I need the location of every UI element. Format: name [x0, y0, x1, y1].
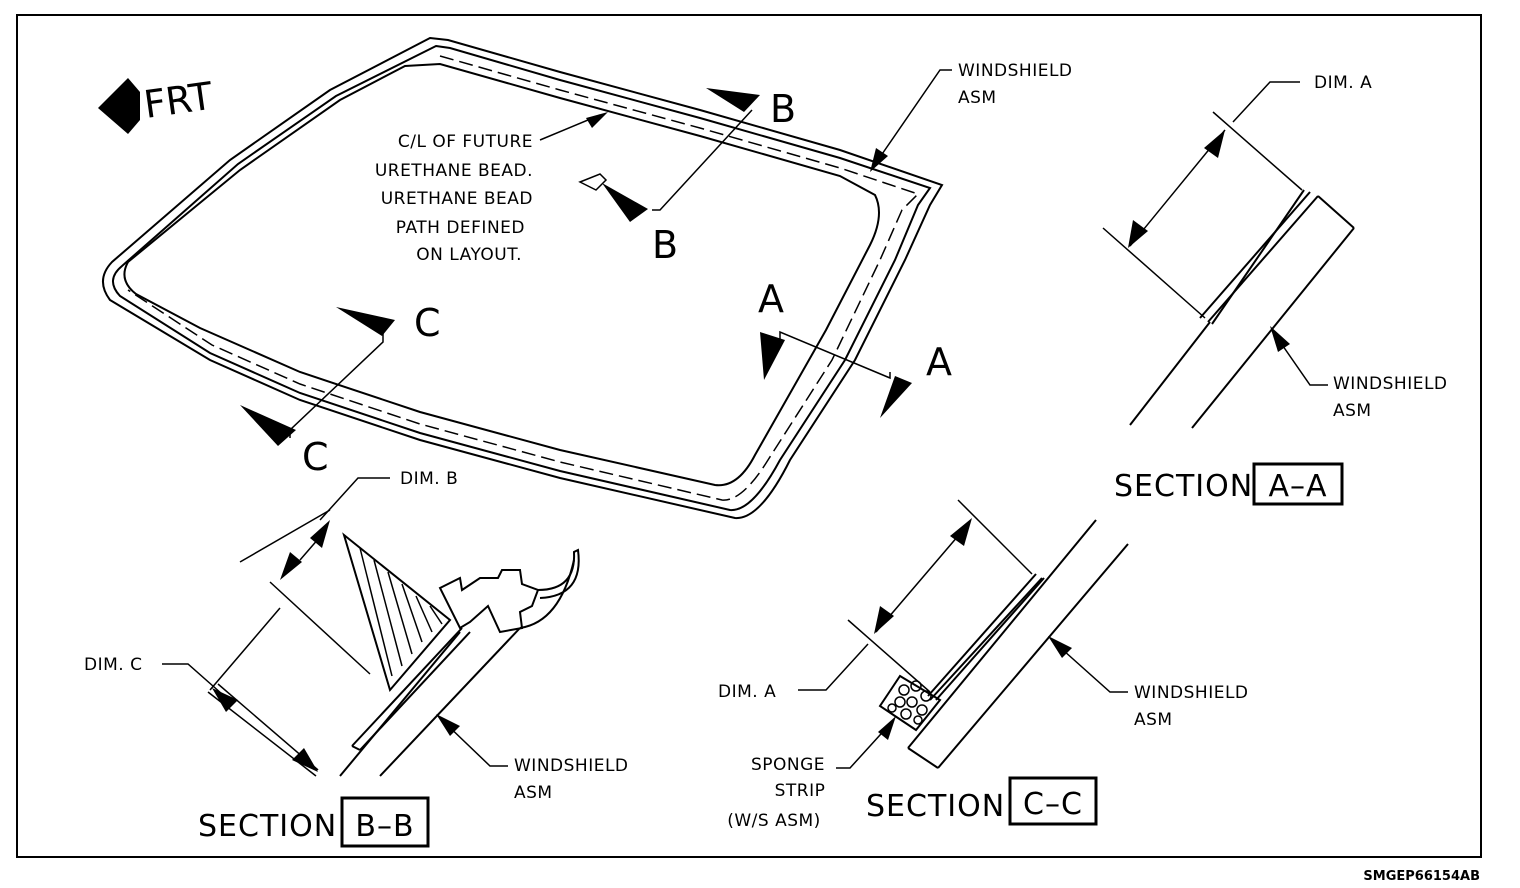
sponge-leader-arrow-icon — [878, 716, 896, 740]
section-a-a-box — [1252, 462, 1344, 506]
section-a-a-id: A–A — [1268, 469, 1327, 504]
urethane-note-line-3: URETHANE BEAD — [381, 189, 533, 209]
urethane-note-line-5: ON LAYOUT. — [416, 245, 522, 265]
windshield-asm-callout-main: WINDSHIELD ASM — [870, 61, 1073, 172]
dim-b-arrow-upper-icon — [310, 520, 330, 548]
windshield-view — [102, 36, 944, 520]
section-c-arrow-upper-icon — [336, 307, 395, 336]
windshield-label-line-2: ASM — [958, 88, 997, 108]
section-b-marker-upper: B — [770, 87, 796, 131]
dim-b-arrow-lower-icon — [280, 552, 302, 580]
section-c-marker-lower: C — [302, 435, 329, 479]
section-b-b-word: SECTION — [198, 809, 337, 844]
dim-a-arrow-lower-icon — [1128, 220, 1148, 248]
dim-c-label: DIM. C — [84, 655, 142, 675]
section-c-arrow-lower-icon — [240, 405, 296, 446]
section-b-arrow-lower-icon — [602, 183, 648, 222]
front-direction-indicator: FRT — [98, 74, 216, 134]
section-a-a-word: SECTION — [1114, 469, 1253, 504]
bb-windshield-arrow-icon — [436, 714, 460, 736]
section-c-c-detail: DIM. A SPONGE STRIP (W/S ASM) WINDSHIELD… — [718, 499, 1249, 831]
aa-windshield-arrow-icon — [1270, 326, 1290, 352]
figure-code: SMGEP66154AB — [1363, 869, 1480, 884]
cc-windshield-arrow-icon — [1048, 636, 1072, 658]
section-a-cut: A A — [758, 277, 952, 418]
aa-windshield-label-1: WINDSHIELD — [1333, 374, 1448, 394]
cc-windshield-label-2: ASM — [1134, 710, 1173, 730]
bb-windshield-label-1: WINDSHIELD — [514, 756, 629, 776]
urethane-bead-note: C/L OF FUTURE URETHANE BEAD. URETHANE BE… — [375, 112, 608, 265]
cc-windshield-label-1: WINDSHIELD — [1134, 683, 1249, 703]
section-b-b-id: B–B — [355, 809, 414, 844]
section-c-c-box — [1008, 776, 1098, 826]
section-a-marker-right: A — [926, 340, 952, 384]
front-label: FRT — [141, 74, 216, 127]
section-a-arrow-right-icon — [880, 376, 912, 418]
aa-windshield-label-2: ASM — [1333, 401, 1372, 421]
cc-dim-a-arrow-upper-icon — [950, 518, 972, 546]
section-c-c-word: SECTION — [866, 789, 1005, 824]
urethane-note-line-4: PATH DEFINED — [396, 218, 525, 238]
section-c-c-id: C–C — [1023, 787, 1083, 822]
windshield-leader-arrow-icon — [870, 148, 888, 172]
front-arrow-icon — [98, 78, 140, 134]
figure-border — [16, 14, 1482, 858]
section-b-b-detail: DIM. B DIM. C WINDSHIELD ASM SECTION B–B — [84, 469, 629, 848]
section-c-cut: C C — [240, 301, 441, 479]
urethane-leader-arrow-icon — [586, 112, 608, 128]
dim-c-arrow-upper-icon — [212, 688, 238, 712]
section-a-a-detail: DIM. A WINDSHIELD ASM SECTION A–A — [1102, 73, 1448, 506]
section-b-b-box — [340, 796, 430, 848]
dim-a-arrow-upper-icon — [1204, 130, 1225, 158]
bb-windshield-label-2: ASM — [514, 783, 553, 803]
sponge-label-2: STRIP — [775, 781, 826, 801]
dim-c-arrow-lower-icon — [292, 748, 318, 772]
section-a-arrow-left-icon — [760, 332, 785, 380]
section-a-marker-left: A — [758, 277, 784, 321]
sponge-label-1: SPONGE — [751, 755, 825, 775]
sponge-label-3: (W/S ASM) — [727, 811, 821, 831]
section-b-arrow-upper-icon — [706, 88, 760, 112]
cc-dim-a-arrow-lower-icon — [874, 606, 894, 634]
windshield-label-line-1: WINDSHIELD — [958, 61, 1073, 81]
dim-b-label: DIM. B — [400, 469, 458, 489]
urethane-note-line-2: URETHANE BEAD. — [375, 161, 533, 181]
dim-a-label-aa: DIM. A — [1314, 73, 1372, 93]
section-b-marker-lower: B — [652, 223, 678, 267]
section-b-cut: B B — [602, 87, 796, 267]
section-c-marker-upper: C — [414, 301, 441, 345]
dim-a-label-cc: DIM. A — [718, 682, 776, 702]
urethane-note-line-1: C/L OF FUTURE — [398, 132, 533, 152]
